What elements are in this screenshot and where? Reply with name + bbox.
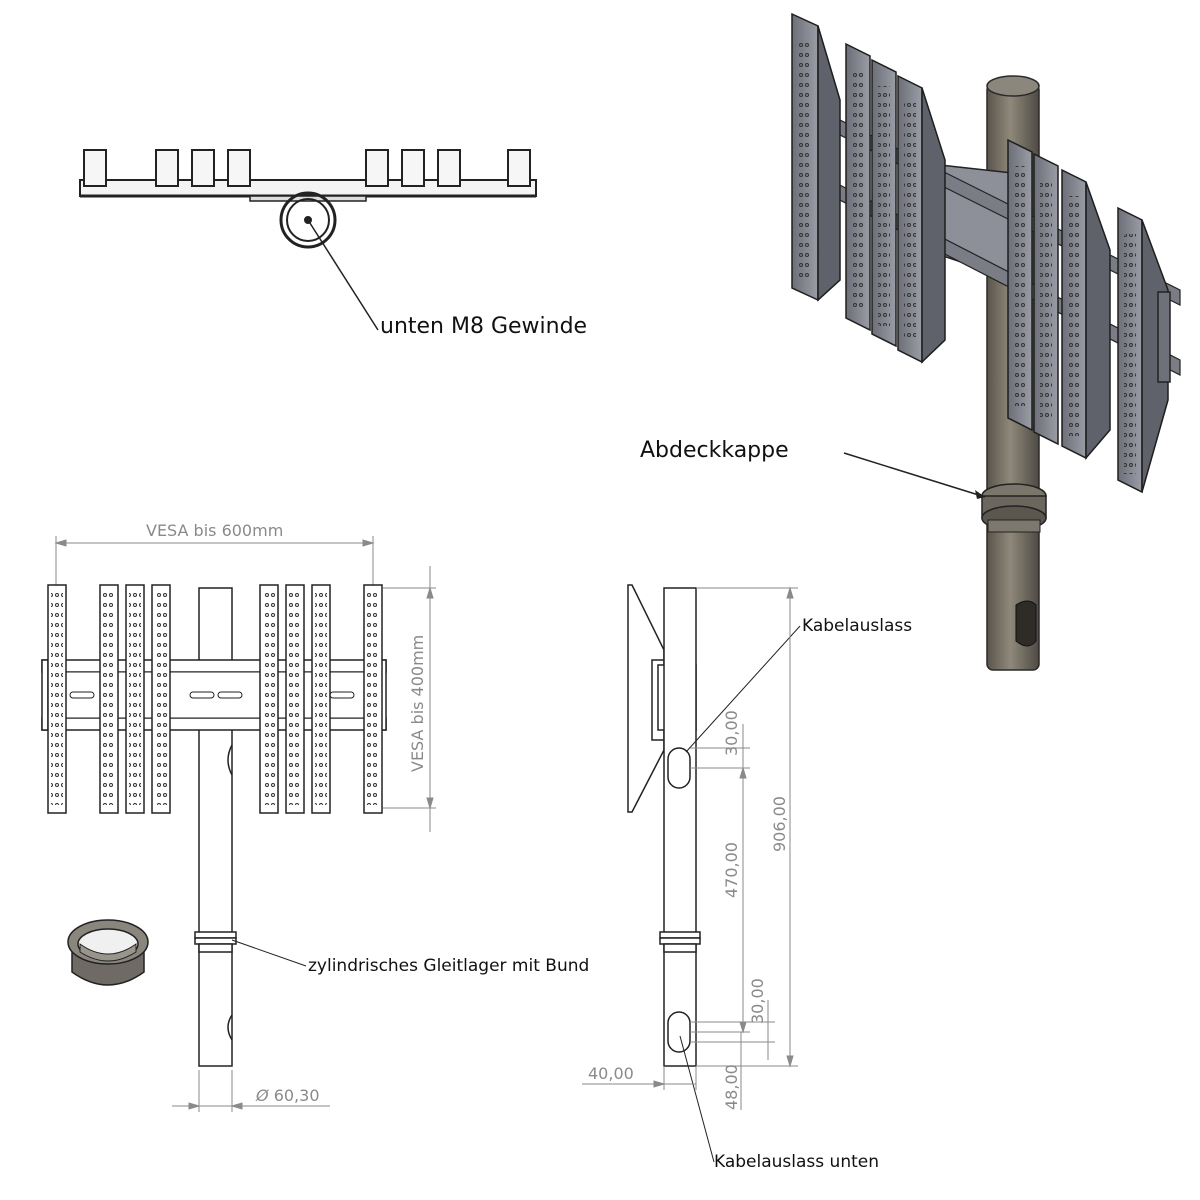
vesa-width-dimension: [54, 536, 375, 586]
iso-brackets-right: [1007, 138, 1171, 494]
iso-cable-slot: [1015, 600, 1037, 647]
cable-outlet-leader: [685, 625, 801, 753]
bearing-leader-line: [231, 939, 307, 967]
iso-brackets-left: [791, 12, 946, 364]
pipe-section-circle: [279, 191, 337, 249]
top-view: [79, 149, 537, 331]
vesa-height-dimension: [383, 566, 436, 832]
pipe-diameter-text: Ø 60,30: [256, 1086, 320, 1105]
lower-cable-outlet: [667, 1011, 691, 1053]
isometric-view: [791, 12, 1181, 671]
vesa-width-text: VESA bis 600mm: [146, 521, 284, 540]
lower-outlet-height-text: 30,00: [748, 978, 767, 1024]
side-view-dimensions: [582, 586, 798, 1110]
upper-cable-outlet: [667, 747, 691, 789]
side-width-text: 40,00: [588, 1064, 634, 1083]
diameter-symbol: Ø: [256, 1086, 269, 1105]
cap-leader-line: [843, 452, 986, 498]
m8-leader-line: [307, 219, 379, 331]
side-pipe: [663, 587, 697, 1067]
cable-outlet-bottom-leader: [679, 1035, 715, 1163]
front-view: [41, 536, 436, 1112]
cable-outlet-label: Kabelauslass: [802, 616, 913, 636]
bearing-label: zylindrisches Gleitlager mit Bund: [308, 956, 590, 976]
diameter-value: 60,30: [273, 1086, 320, 1105]
total-height-text: 906,00: [770, 796, 789, 852]
front-bearing: [194, 931, 237, 953]
m8-thread-label: unten M8 Gewinde: [380, 314, 588, 339]
cable-outlet-bottom-label: Kabelauslass unten: [714, 1152, 879, 1172]
upper-outlet-height-text: 30,00: [722, 710, 741, 756]
outlet-spacing-text: 470,00: [722, 842, 741, 898]
vesa-height-text: VESA bis 400mm: [408, 634, 427, 772]
cover-cap-label: Abdeckkappe: [640, 438, 789, 463]
lower-offset-text: 48,00: [722, 1064, 741, 1110]
iso-cover-cap: [981, 483, 1047, 533]
bearing-sleeve: [67, 919, 149, 986]
side-view: [627, 584, 801, 1163]
top-view-brackets: [83, 149, 531, 187]
diameter-dimension: [172, 1070, 330, 1112]
